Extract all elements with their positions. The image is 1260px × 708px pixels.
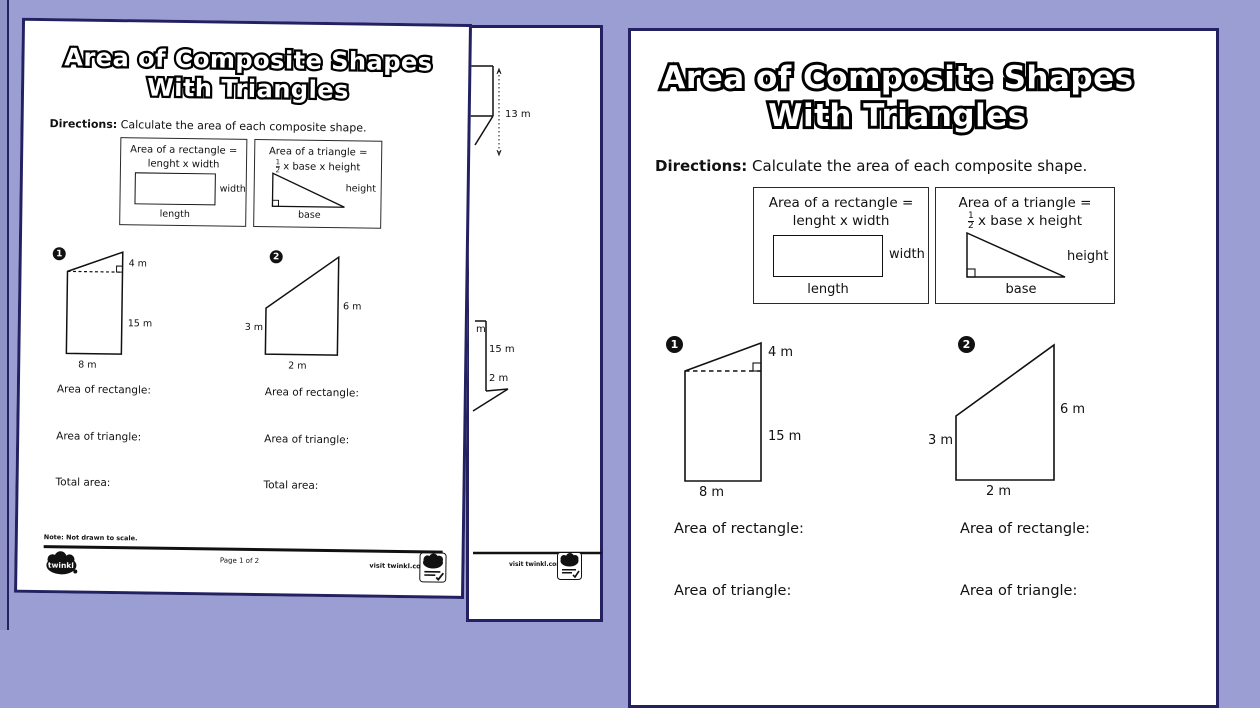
screenshot-root: { "colors": { "background": "#9a9ed2", "… [0,0,1219,708]
rectangle-diagram [134,172,216,206]
twinkl-logo-text: twinkl [48,561,74,570]
directions-text: Calculate the area of each composite sha… [747,157,1088,175]
worksheet-title: Area of Composite Shapes With Triangles [26,41,471,107]
formula-rectangle-line1: Area of a rectangle = [130,144,238,157]
answer-rectangle-2: Area of rectangle: [960,521,1090,537]
page2-shapes-graphic [469,65,602,555]
answer-rectangle-2: Area of rectangle: [264,386,359,400]
problem-2-number: 2 [958,336,975,353]
dimension-label: 2 m [489,373,509,384]
dimension-label-partial: m [476,324,486,335]
title-line-1: Area of Composite Shapes [658,57,1136,99]
twinkl-quality-badge [557,552,582,580]
dimension-label: 2 m [986,484,1012,499]
directions: Directions: Calculate the area of each c… [49,117,366,134]
dimension-label: 13 m [505,109,531,120]
base-label: base [297,209,321,221]
answer-rectangle-1: Area of rectangle: [56,383,152,397]
answer-triangle-1: Area of triangle: [56,430,142,444]
problem-1-shape [65,251,124,355]
problem-1-shape [684,341,762,482]
triangle-diagram [271,172,345,208]
length-label: length [159,208,191,221]
visit-twinkl-link: visit twinkl.com [509,561,563,568]
height-label: height [345,183,377,195]
formula-rectangle-line2: lenght x width [147,157,220,170]
answer-total-2: Total area: [263,479,319,492]
title-line-1: Area of Composite Shapes [62,41,435,79]
triangle-diagram [966,231,1066,278]
base-label: base [1005,282,1037,297]
problem-2-shape [264,255,340,356]
answer-triangle-2: Area of triangle: [960,583,1078,599]
formula-rectangle-line1: Area of a rectangle = [768,195,914,211]
worksheet-page-1-small: Area of Composite Shapes With Triangles … [14,17,472,599]
dimension-label: 8 m [699,485,725,500]
dimension-label: 2 m [288,360,307,372]
rectangle-diagram [773,235,883,277]
dimension-label: 8 m [78,359,97,371]
directions-label: Directions: [49,117,118,132]
worksheet-page-1-large: Area of Composite Shapes With Triangles … [628,28,1219,708]
dimension-label: 4 m [128,258,148,270]
scale-note: Note: Not drawn to scale. [43,533,138,543]
problem-2-shape [955,343,1055,481]
formula-rectangle-line2: lenght x width [792,213,890,229]
offscreen-page-edge [0,0,9,630]
answer-total-1: Total area: [55,476,111,489]
answer-triangle-2: Area of triangle: [264,433,350,447]
answer-triangle-1: Area of triangle: [674,583,792,599]
footer-rule [43,545,443,554]
dimension-label: 6 m [342,301,362,313]
dimension-label: 3 m [244,321,264,334]
twinkl-quality-badge [419,552,447,583]
directions-label: Directions: [655,157,748,175]
dimension-label: 3 m [928,433,954,448]
formula-triangle-line1: Area of a triangle = [958,195,1092,211]
worksheet-page-2-preview: 13 m m 15 m 2 m visit twinkl.com [466,25,603,622]
width-label: width [889,247,925,262]
dimension-label: 15 m [127,318,153,330]
title-line-2: With Triangles [765,95,1029,137]
problem-1-number: 1 [666,336,683,353]
width-label: width [219,183,246,195]
worksheet-title: Area of Composite Shapes With Triangles [605,57,1190,137]
problem-1-number: 1 [52,247,66,261]
length-label: length [807,282,849,297]
formula-triangle-line1: Area of a triangle = [268,146,368,159]
twinkl-logo: twinkl [46,551,78,575]
dimension-label: 4 m [768,345,794,360]
height-label: height [1067,249,1109,264]
dimension-label: 15 m [768,429,802,444]
dimension-label: 15 m [489,344,515,355]
answer-rectangle-1: Area of rectangle: [674,521,804,537]
directions-text: Calculate the area of each composite sha… [117,118,367,135]
dimension-label: 6 m [1060,402,1086,417]
directions: Directions: Calculate the area of each c… [655,157,1087,175]
